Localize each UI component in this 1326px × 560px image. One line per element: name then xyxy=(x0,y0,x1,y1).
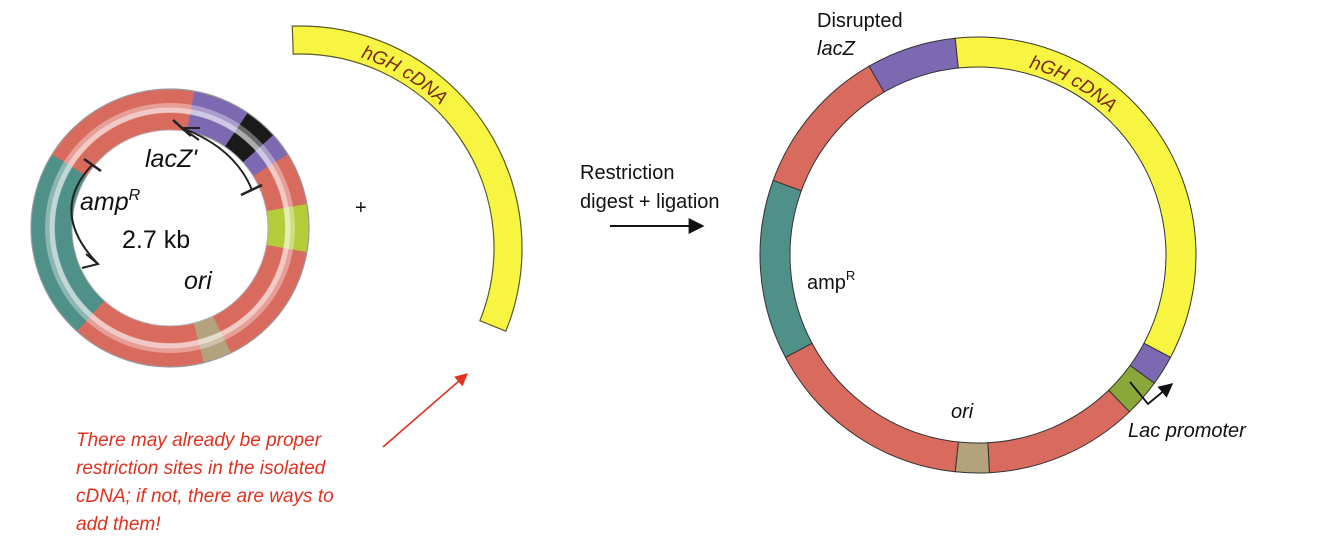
insert-arc xyxy=(291,25,523,332)
disrupted-lacz-label-line1: Disrupted xyxy=(817,10,903,32)
annotation-arrow xyxy=(382,373,468,448)
plus-sign: + xyxy=(355,197,367,219)
recombinant-ori-label: ori xyxy=(951,401,974,423)
amp-label: ampR xyxy=(80,187,141,216)
annotation-line2: restriction sites in the isolated xyxy=(76,458,327,479)
annotation: There may already be proper restriction … xyxy=(76,373,468,535)
segment-backbone-red-2 xyxy=(76,300,204,367)
segment-disrupted-lacz xyxy=(868,37,959,93)
ring-sheen xyxy=(45,103,295,353)
segment-ori-tan xyxy=(193,316,231,363)
ring-highlight xyxy=(49,107,291,349)
annotation-line4: add them! xyxy=(76,514,161,535)
amp-arrowhead xyxy=(81,253,101,269)
segment-backbone-red-3 xyxy=(772,65,885,192)
segment-backbone-red-3 xyxy=(52,89,195,177)
segment-backbone-red-4 xyxy=(253,154,307,211)
annotation-line1: There may already be proper xyxy=(76,430,322,451)
recombinant-plasmid-ring xyxy=(759,36,1197,474)
process-label-line2: digest + ligation xyxy=(580,191,720,213)
ori-label: ori xyxy=(184,267,213,295)
lacz-label: lacZ' xyxy=(145,145,198,173)
disrupted-lacz-label-line2: lacZ xyxy=(817,38,856,60)
lacz-arrow-bar-end xyxy=(240,183,263,197)
lac-promoter-label: Lac promoter xyxy=(1128,420,1247,442)
segment-backbone-red-2 xyxy=(784,342,959,473)
segment-promoter-lime xyxy=(266,203,309,253)
plasmid-size-label: 2.7 kb xyxy=(122,226,190,254)
recombinant-amp-label: ampR xyxy=(807,268,855,294)
hgh-cdna-insert: hGH cDNA xyxy=(291,25,523,332)
annotation-line3: cDNA; if not, there are ways to xyxy=(76,486,334,507)
segment-ori xyxy=(954,441,990,474)
segment-backbone-red xyxy=(987,389,1131,474)
lac-promoter-arrow xyxy=(1129,381,1174,406)
vector-plasmid: lacZ' ampR 2.7 kb ori xyxy=(30,88,310,368)
lacz-arrowhead xyxy=(178,127,200,141)
process-label-line1: Restriction xyxy=(580,162,674,184)
lacz-gene-arrow xyxy=(181,127,253,191)
segment-amp-teal xyxy=(30,154,105,332)
amp-gene-arrow xyxy=(70,164,99,265)
process-step: Restriction digest + ligation xyxy=(580,162,720,234)
ring-outer-outline xyxy=(30,88,310,368)
segment-lacz-black xyxy=(224,112,274,163)
segment-ampr xyxy=(759,179,813,359)
ring-inner-outline xyxy=(71,129,269,327)
recombinant-plasmid: hGH cDNA Disrupted lacZ ampR ori Lac pro… xyxy=(759,10,1247,474)
amp-arrow-bar xyxy=(83,157,102,173)
segment-backbone-red xyxy=(212,245,307,353)
